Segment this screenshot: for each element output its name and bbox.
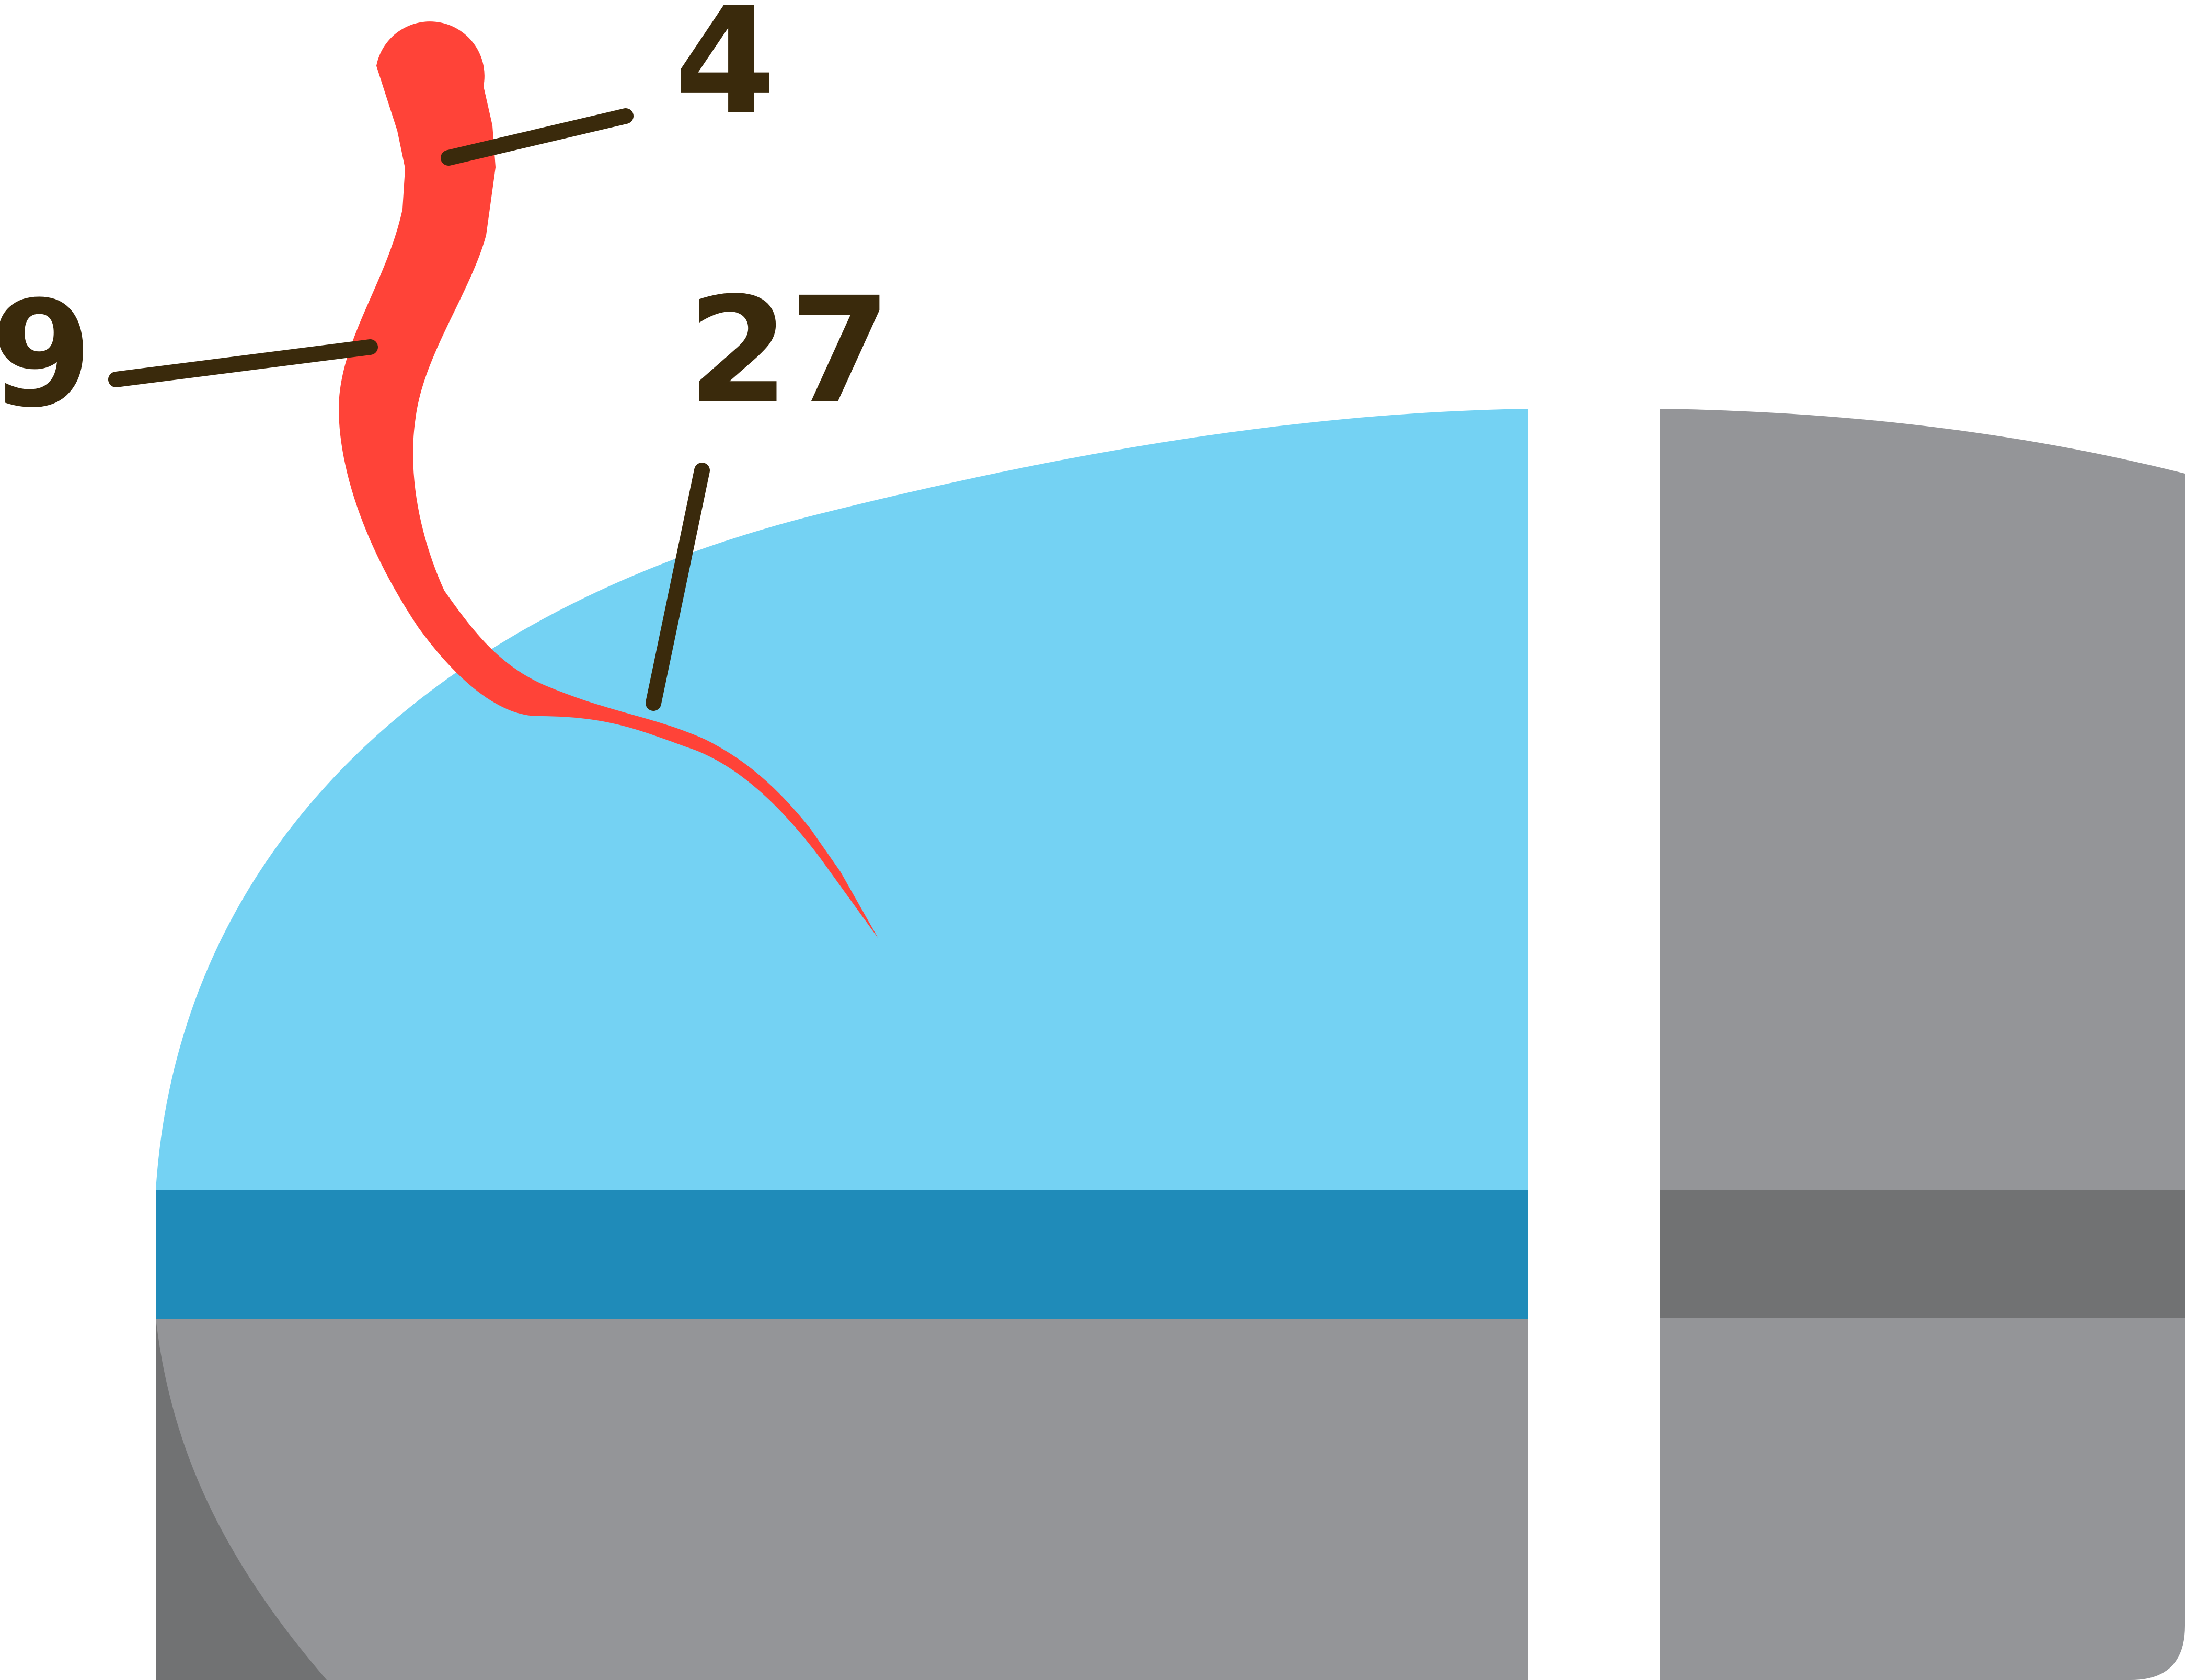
left-blue-band xyxy=(156,1190,1528,1319)
left-base-gray xyxy=(156,1318,1528,1680)
callout-label-4: 4 xyxy=(674,0,776,147)
callout-label-27: 27 xyxy=(687,266,891,436)
leader-line-9 xyxy=(108,339,378,387)
left-blue-dome xyxy=(156,409,1528,1190)
leader-line-4 xyxy=(441,108,634,166)
red-strand xyxy=(339,21,878,938)
leader-line-27 xyxy=(646,463,710,711)
right-dark-band xyxy=(1660,1190,2185,1319)
callout-label-9: 9 xyxy=(0,270,93,440)
right-gray-dome xyxy=(1660,409,2185,1190)
left-base-dark-wedge xyxy=(156,1318,327,1680)
right-base-gray xyxy=(1660,1318,2185,1680)
